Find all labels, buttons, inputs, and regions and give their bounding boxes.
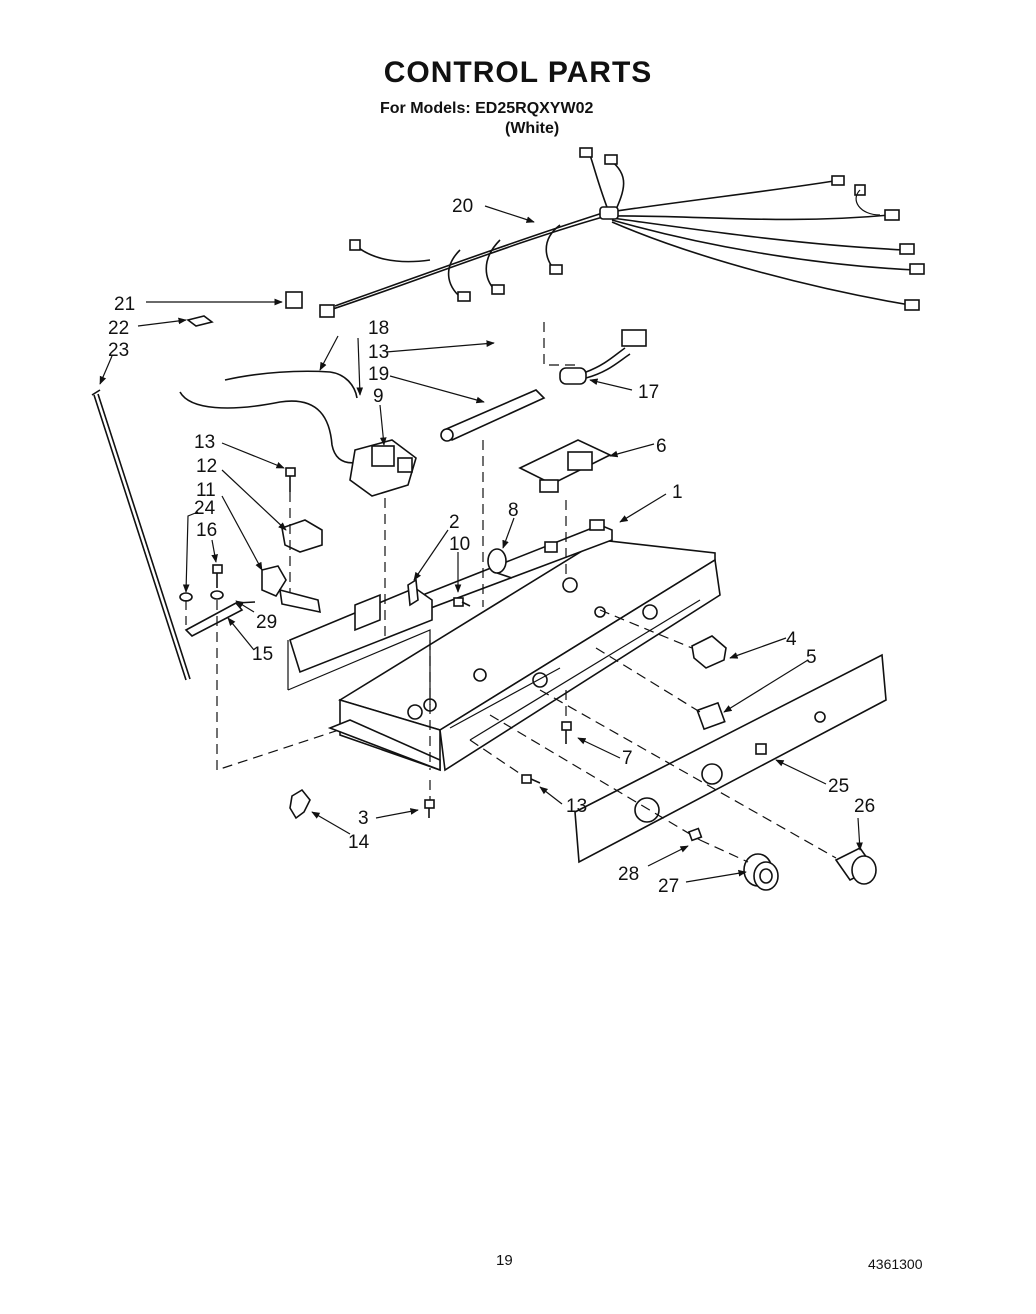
wire-harness-part <box>319 147 925 318</box>
control-board-6-part <box>518 439 612 493</box>
control-housing-1-part <box>327 519 721 772</box>
page-title: CONTROL PARTS <box>383 56 653 89</box>
screw-10-part <box>453 597 471 607</box>
callout-1: 1 <box>672 482 683 503</box>
switch-4-part <box>691 635 727 669</box>
callout-14: 14 <box>348 832 370 853</box>
callout-21: 21 <box>114 294 135 315</box>
knob-8-part <box>487 548 513 579</box>
rod-23-part <box>91 389 191 681</box>
screw-13d-part <box>521 774 541 784</box>
knob-27-part <box>743 853 779 891</box>
screw-13a-part <box>285 467 296 492</box>
callout-2: 2 <box>449 512 460 533</box>
callout-25: 25 <box>828 776 849 797</box>
lever-15-part <box>184 601 244 637</box>
callout-3: 3 <box>358 808 369 829</box>
callout-20: 20 <box>452 196 473 217</box>
control-11-part <box>261 565 321 614</box>
callout-15: 15 <box>252 644 273 665</box>
callout-29: 29 <box>256 612 277 633</box>
callout-11: 11 <box>196 480 216 501</box>
bracket-12-part <box>281 519 323 553</box>
callout-9: 9 <box>373 386 384 407</box>
callout-17: 17 <box>638 382 659 403</box>
tube-18-part <box>224 370 358 399</box>
callout-22: 22 <box>108 318 129 339</box>
screw-16-part <box>212 564 223 588</box>
callout-23: 23 <box>108 340 129 361</box>
callout-7: 7 <box>622 748 633 769</box>
screw-3-part <box>424 799 435 818</box>
callout-13a: 13 <box>194 432 215 453</box>
clip-14-part <box>289 788 311 820</box>
callout-12: 12 <box>196 456 217 477</box>
bracket-2-part <box>289 578 433 674</box>
clip-21-part <box>285 291 303 309</box>
model-line: For Models: ED25RQXYW02 <box>380 100 594 117</box>
callout-27: 27 <box>658 876 679 897</box>
document-number: 4361300 <box>868 1256 923 1272</box>
color-variant: (White) <box>505 120 560 137</box>
callout-13b: 13 <box>368 342 389 363</box>
page-number: 19 <box>496 1252 513 1269</box>
clip-28-part <box>687 827 703 842</box>
callout-28: 28 <box>618 864 639 885</box>
callout-8: 8 <box>508 500 519 521</box>
callout-24: 24 <box>194 498 216 519</box>
callout-18: 18 <box>368 318 389 339</box>
thermostat-9-part <box>349 439 417 497</box>
callout-4: 4 <box>786 629 797 650</box>
switch-5-part <box>696 701 726 731</box>
callout-6: 6 <box>656 436 667 457</box>
callout-13c: 13 <box>566 796 587 817</box>
leader-arrows <box>99 205 863 883</box>
callout-10: 10 <box>449 534 470 555</box>
connector-17-part <box>559 329 647 385</box>
callout-labels: 1 2 3 4 5 6 7 8 9 10 11 12 13 13 13 13 1… <box>108 196 875 897</box>
clip-22-part <box>186 315 214 327</box>
light-26-part <box>834 846 877 885</box>
callout-16: 16 <box>196 520 217 541</box>
control-panel-25-part <box>574 653 887 864</box>
callout-5: 5 <box>806 647 817 668</box>
sensor-19-part <box>440 389 546 442</box>
callout-26: 26 <box>854 796 875 817</box>
washer-24-part <box>179 592 193 602</box>
screw-7-part <box>561 721 572 744</box>
callout-19: 19 <box>368 364 389 385</box>
